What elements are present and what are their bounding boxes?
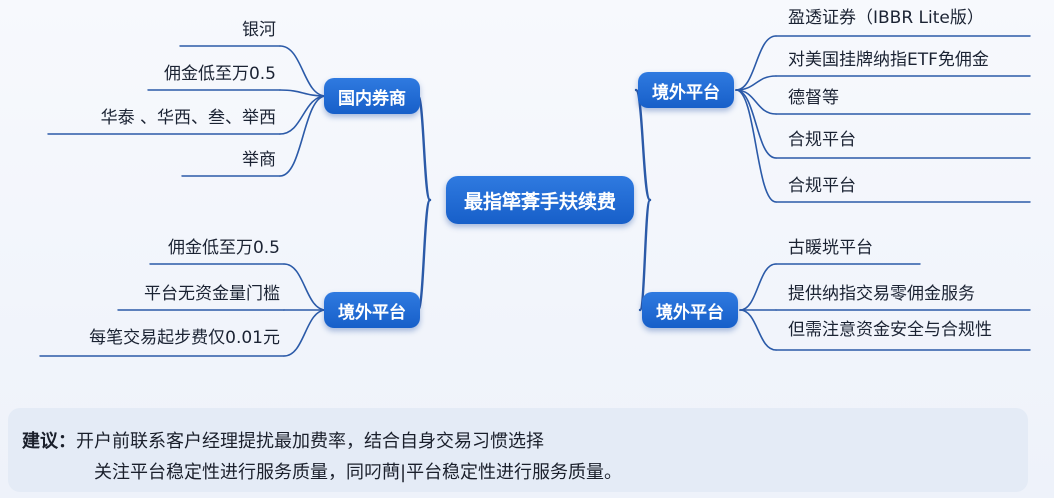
connector-leaf xyxy=(279,95,327,177)
connector-leaf xyxy=(279,95,327,135)
leaf-item: 佣金低至万0.5 xyxy=(163,64,276,84)
leaf-item: 平台无资金量门槛 xyxy=(144,284,280,304)
advice-line-1: 建议：开户前联系客户经理提扰最加费率，结合自身交易习惯选择 xyxy=(22,427,544,453)
connector-center-bottom-right xyxy=(638,198,652,312)
mindmap-connectors xyxy=(39,35,1031,357)
connector-center-bottom-left xyxy=(416,198,432,312)
branch-node-overseas-bottom-right: 境外平台 xyxy=(642,292,738,328)
leaf-item: 德督等 xyxy=(788,88,839,108)
leaf-item: 举商 xyxy=(242,150,276,170)
branch-node-overseas-left: 境外平台 xyxy=(324,292,420,328)
leaf-item: 盈透证券（IBBR Lite版） xyxy=(788,8,984,28)
leaf-item: 古䁔垙平台 xyxy=(788,238,873,258)
connector-leaf xyxy=(739,309,777,351)
connector-leaf xyxy=(735,75,777,91)
branch-node-overseas-top-right: 境外平台 xyxy=(638,72,734,108)
branch-node-domestic-brokers: 国内券商 xyxy=(324,78,420,114)
leaf-item: 提供纳指交易零佣金服务 xyxy=(788,284,975,304)
connector-leaf xyxy=(739,263,777,311)
advice-label: 建议： xyxy=(22,431,76,452)
leaf-item: 合规平台 xyxy=(788,176,856,196)
advice-text-1: 开户前联系客户经理提扰最加费率，结合自身交易习惯选择 xyxy=(76,431,544,452)
branch-label: 境外平台 xyxy=(656,302,724,323)
connector-leaf xyxy=(279,45,327,97)
branch-label: 国内券商 xyxy=(338,88,406,109)
center-node-label: 最指筚葊手㚘续费 xyxy=(463,190,617,213)
connector-leaf xyxy=(735,89,777,203)
branch-label: 境外平台 xyxy=(338,302,406,323)
leaf-item: 华泰 、华西、叁、举西 xyxy=(100,108,276,128)
connector-center-top-left xyxy=(416,94,432,202)
leaf-item: 但需注意资金安全与合规性 xyxy=(788,320,992,340)
leaf-item: 佣金低至万0.5 xyxy=(167,238,280,258)
branch-label: 境外平台 xyxy=(652,82,720,103)
connector-leaf xyxy=(283,263,327,311)
leaf-item: 对美国挂牌纳指ETF免佣金 xyxy=(788,50,989,70)
center-node: 最指筚葊手㚘续费 xyxy=(445,176,635,224)
connector-leaf xyxy=(283,309,327,357)
connector-leaf xyxy=(279,89,327,97)
advice-panel xyxy=(8,408,1028,492)
leaf-item: 合规平台 xyxy=(788,130,856,150)
connector-leaf xyxy=(735,35,777,91)
leaf-item: 每笔交易起步费仅0.01元 xyxy=(89,328,280,348)
advice-line-2: 关注平台稳定性进行服务质量，同叼蔄|平台稳定性进行服务质量。 xyxy=(94,462,623,483)
leaf-item: 银河 xyxy=(242,20,276,40)
